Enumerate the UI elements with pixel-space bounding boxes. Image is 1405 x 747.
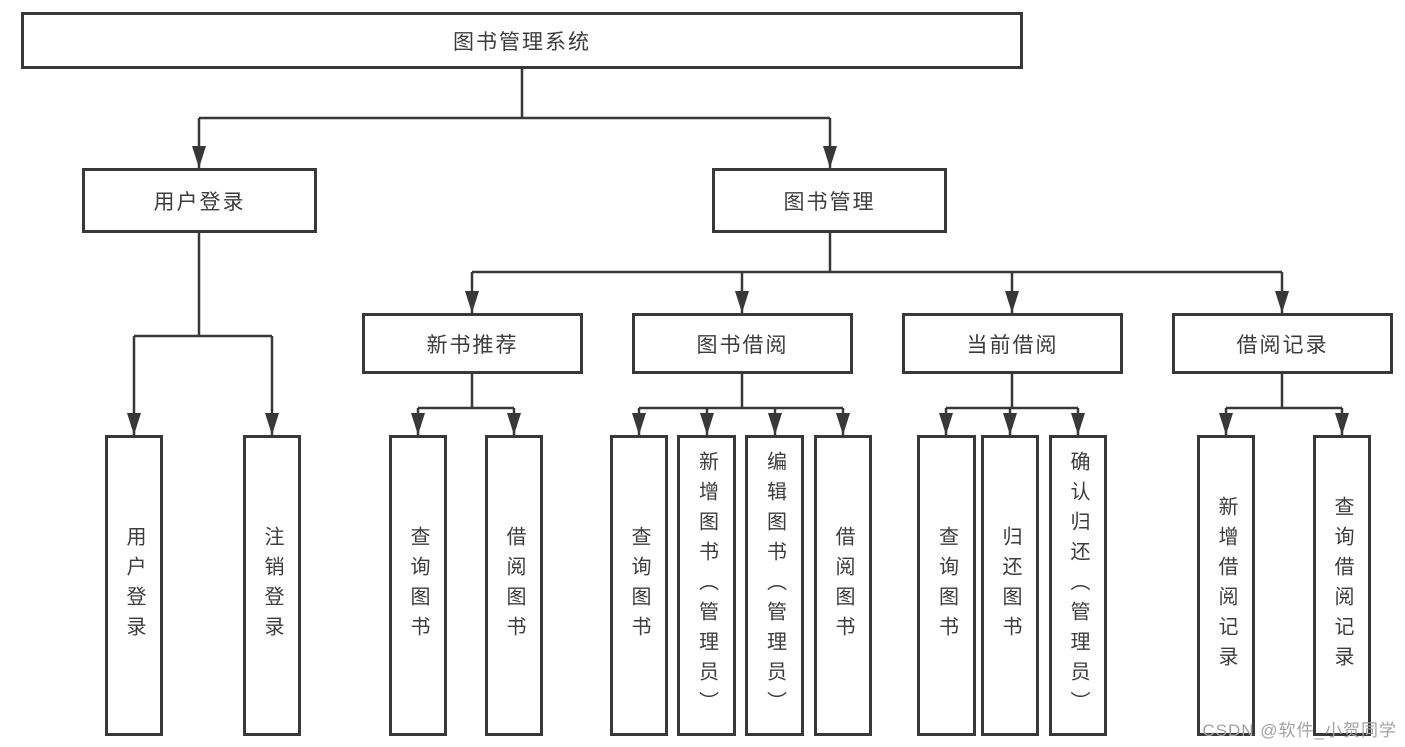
node-borrow-records: 借阅记录 bbox=[1172, 313, 1393, 374]
leaf-query-book-recommend: 查询图书 bbox=[389, 435, 447, 736]
leaf-borrow-book: 借阅图书 bbox=[814, 435, 872, 736]
leaf-user-login: 用户登录 bbox=[105, 435, 163, 736]
node-user-login: 用户登录 bbox=[82, 168, 317, 233]
leaf-confirm-return-admin: 确认归还（管理员） bbox=[1049, 435, 1107, 736]
node-new-book-recommend: 新书推荐 bbox=[362, 313, 583, 374]
leaf-add-book-admin: 新增图书（管理员） bbox=[677, 435, 736, 736]
leaf-query-book-current: 查询图书 bbox=[917, 435, 976, 736]
leaf-return-book: 归还图书 bbox=[981, 435, 1039, 736]
node-library-system: 图书管理系统 bbox=[21, 12, 1023, 69]
leaf-add-borrow-record: 新增借阅记录 bbox=[1197, 435, 1255, 736]
node-book-borrow: 图书借阅 bbox=[632, 313, 853, 374]
node-book-management: 图书管理 bbox=[712, 168, 947, 233]
leaf-logout: 注销登录 bbox=[243, 435, 301, 736]
leaf-query-borrow-record: 查询借阅记录 bbox=[1313, 435, 1371, 736]
leaf-edit-book-admin: 编辑图书（管理员） bbox=[745, 435, 804, 736]
node-current-borrow: 当前借阅 bbox=[902, 313, 1123, 374]
leaf-query-book-borrow: 查询图书 bbox=[610, 435, 668, 736]
leaf-borrow-book-recommend: 借阅图书 bbox=[485, 435, 543, 736]
watermark-text: CSDN @软件_小贺同学 bbox=[1202, 721, 1397, 740]
